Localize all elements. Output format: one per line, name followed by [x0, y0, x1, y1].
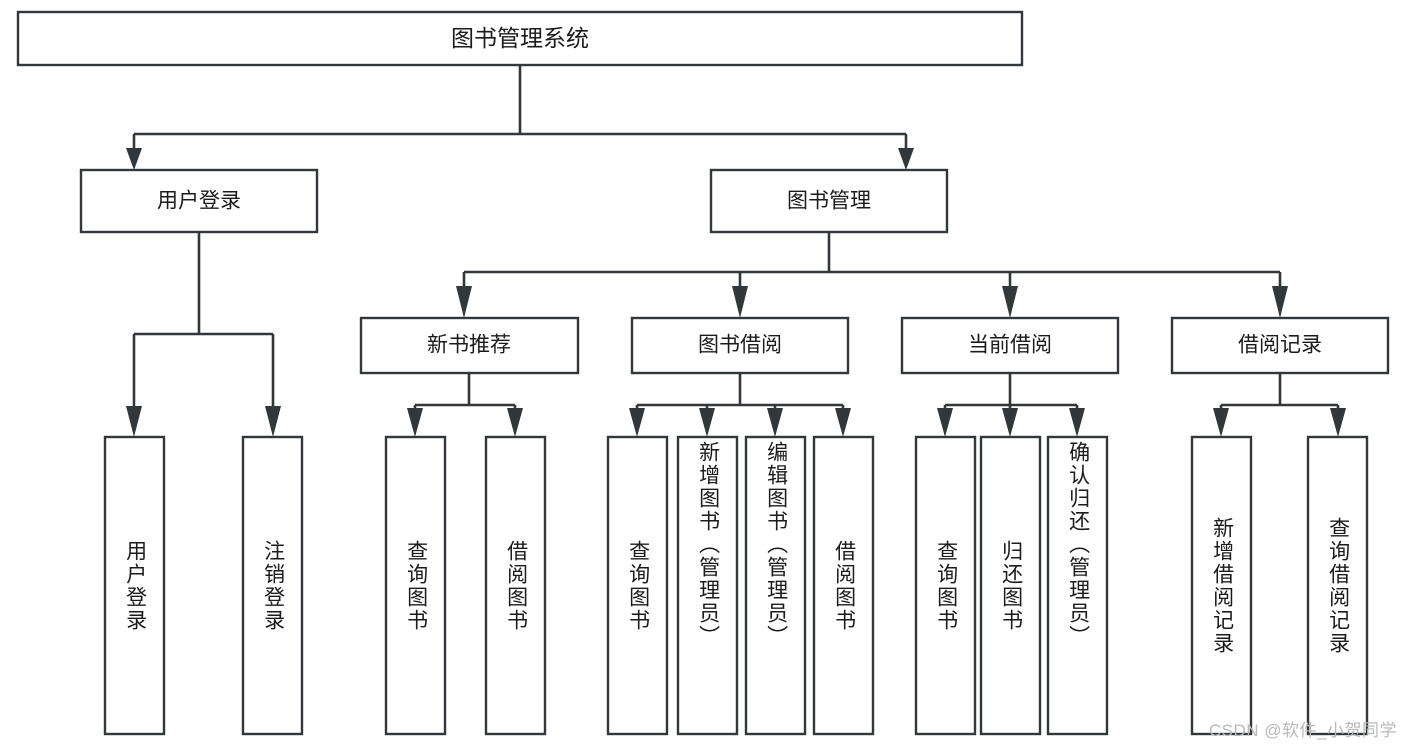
node-borrow-record[interactable]: 借阅记录	[1170, 316, 1390, 375]
book-borrow-label: 图书借阅	[698, 334, 782, 357]
node-user-login[interactable]: 用户登录	[79, 168, 319, 234]
arrow-to-leaf-add-record	[1213, 408, 1229, 437]
edges-root-to-level2	[126, 65, 914, 170]
arrow-to-new-book-rec	[456, 286, 472, 318]
arrow-to-leaf-query-record	[1330, 408, 1346, 437]
node-new-book-rec[interactable]: 新书推荐	[359, 316, 580, 375]
book-borrow-box[interactable]	[630, 316, 850, 375]
leaf-box-query-book-1[interactable]	[384, 435, 447, 736]
user-login-box[interactable]	[79, 168, 319, 234]
leaf-box-confirm-return[interactable]	[1046, 435, 1109, 736]
edges-userlogin-to-leaves	[126, 232, 281, 437]
csdn-watermark: CSDN @软件_小贺同学	[1208, 721, 1397, 740]
arrow-to-book-manage	[898, 148, 914, 170]
arrow-to-leaf-add-book	[699, 408, 715, 437]
leaf-box-add-book[interactable]	[676, 435, 739, 736]
node-root[interactable]: 图书管理系统	[16, 10, 1024, 67]
edges-borrowrecord-to-leaves	[1213, 373, 1346, 437]
leaf-box-borrow-book-1[interactable]	[484, 435, 547, 736]
leaf-boxes	[103, 435, 1369, 736]
leaf-box-return-book[interactable]	[979, 435, 1042, 736]
arrow-to-leaf-return-book	[1002, 408, 1018, 437]
node-current-borrow[interactable]: 当前借阅	[900, 316, 1120, 375]
arrow-to-leaf-user-logout	[265, 406, 281, 437]
node-book-borrow[interactable]: 图书借阅	[630, 316, 850, 375]
arrow-to-leaf-borrow-book-2	[835, 408, 851, 437]
edges-newbookrec-to-leaves	[407, 373, 523, 437]
leaf-box-query-book-3[interactable]	[914, 435, 977, 736]
arrow-to-current-borrow	[1002, 286, 1018, 318]
arrow-to-leaf-borrow-book-1	[507, 408, 523, 437]
arrow-to-book-borrow	[732, 286, 748, 318]
leaf-box-query-book-2[interactable]	[606, 435, 669, 736]
root-label: 图书管理系统	[451, 25, 589, 51]
leaf-box-borrow-book-2[interactable]	[812, 435, 875, 736]
book-manage-label: 图书管理	[787, 190, 871, 213]
node-book-manage[interactable]: 图书管理	[709, 168, 949, 234]
current-borrow-box[interactable]	[900, 316, 1120, 375]
borrow-record-box[interactable]	[1170, 316, 1390, 375]
leaf-box-edit-book[interactable]	[744, 435, 807, 736]
leaf-box-user-logout[interactable]	[241, 435, 304, 736]
edges-bookborrow-to-leaves	[629, 373, 851, 437]
new-book-rec-label: 新书推荐	[427, 334, 511, 357]
arrow-to-user-login	[126, 148, 142, 170]
arrow-to-leaf-confirm-return	[1069, 408, 1085, 437]
arrow-to-leaf-user-login	[126, 406, 142, 437]
leaf-box-add-record[interactable]	[1190, 435, 1253, 736]
leaf-box-user-login[interactable]	[103, 435, 166, 736]
edges-bookmanage-to-level3	[456, 232, 1288, 318]
arrow-to-leaf-query-book-3	[937, 408, 953, 437]
user-login-label: 用户登录	[157, 190, 241, 213]
edges-currentborrow-to-leaves	[937, 373, 1085, 437]
arrow-to-leaf-edit-book	[767, 408, 783, 437]
book-manage-box[interactable]	[709, 168, 949, 234]
arrow-to-leaf-query-book-1	[407, 408, 423, 437]
arrow-to-borrow-record	[1272, 286, 1288, 318]
arrow-to-leaf-query-book-2	[629, 408, 645, 437]
current-borrow-label: 当前借阅	[968, 334, 1052, 357]
new-book-rec-box[interactable]	[359, 316, 580, 375]
leaf-box-query-record[interactable]	[1306, 435, 1369, 736]
borrow-record-label: 借阅记录	[1238, 334, 1322, 357]
root-box[interactable]	[16, 10, 1024, 67]
